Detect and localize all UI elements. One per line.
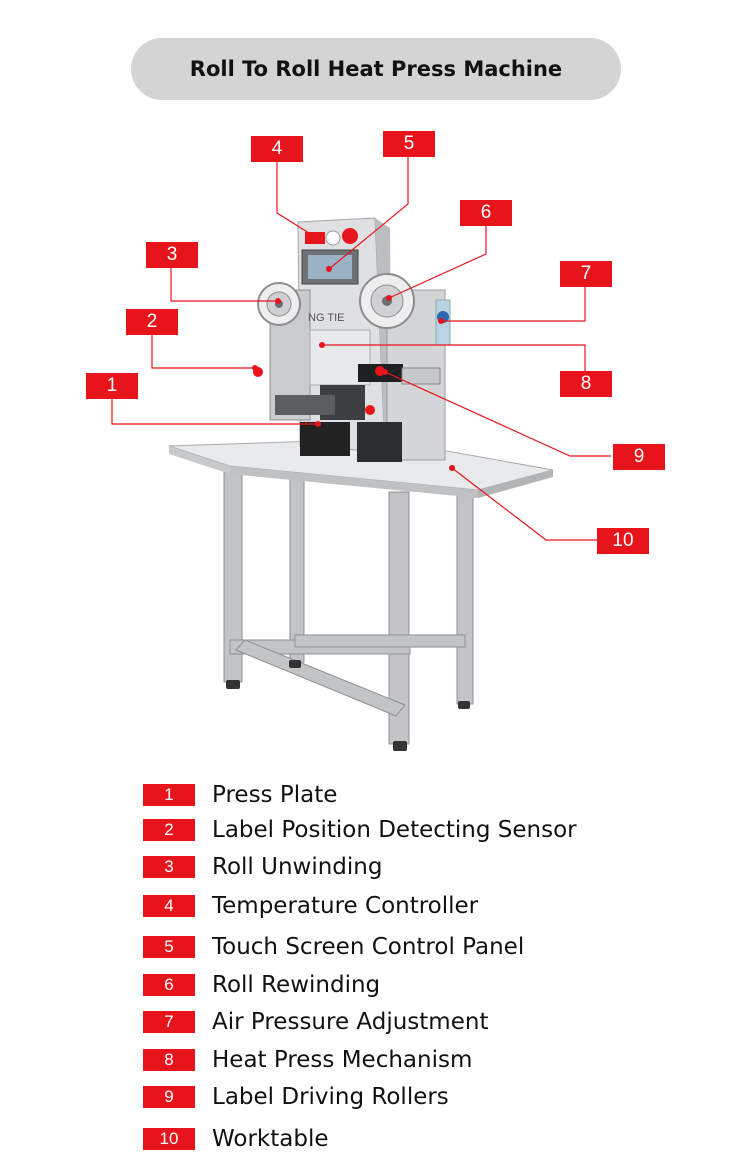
- legend-label: Roll Unwinding: [212, 854, 383, 880]
- worktable-legs: [223, 471, 474, 745]
- legend-item-6: 6 Roll Rewinding: [143, 972, 381, 998]
- callout-9: 9: [613, 444, 665, 470]
- unwinding-roll: [257, 282, 301, 326]
- callout-6: 6: [460, 200, 512, 226]
- legend-item-4: 4 Temperature Controller: [143, 893, 479, 919]
- legend-label: Heat Press Mechanism: [212, 1047, 473, 1073]
- legend-item-5: 5 Touch Screen Control Panel: [143, 934, 525, 960]
- legend-label: Temperature Controller: [212, 893, 479, 919]
- worktable-top: [168, 438, 554, 498]
- callout-7: 7: [560, 261, 612, 287]
- legend-item-10: 10 Worktable: [143, 1126, 329, 1152]
- legend-item-1: 1 Press Plate: [143, 782, 338, 808]
- legend-label: Roll Rewinding: [212, 972, 381, 998]
- legend-number: 1: [143, 784, 195, 806]
- legend-label: Label Position Detecting Sensor: [212, 817, 577, 843]
- leader-dots: [252, 235, 455, 471]
- legend-number: 10: [143, 1128, 195, 1150]
- callout-3: 3: [146, 242, 198, 268]
- legend-item-7: 7 Air Pressure Adjustment: [143, 1009, 489, 1035]
- leveling-feet: [226, 660, 470, 751]
- legend-number: 7: [143, 1011, 195, 1033]
- page-title: Roll To Roll Heat Press Machine: [189, 57, 563, 81]
- callout-10: 10: [597, 528, 649, 554]
- legend-label: Worktable: [212, 1126, 329, 1152]
- callout-4: 4: [251, 136, 303, 162]
- callout-5: 5: [383, 131, 435, 157]
- callout-8: 8: [560, 371, 612, 397]
- panel-brand-text: NG TIE: [308, 312, 344, 324]
- legend-number: 8: [143, 1049, 195, 1071]
- legend-item-9: 9 Label Driving Rollers: [143, 1084, 449, 1110]
- legend-item-8: 8 Heat Press Mechanism: [143, 1047, 473, 1073]
- legend-label: Air Pressure Adjustment: [212, 1009, 489, 1035]
- legend-label: Press Plate: [212, 782, 338, 808]
- legend-item-3: 3 Roll Unwinding: [143, 854, 383, 880]
- legend-number: 3: [143, 856, 195, 878]
- legend-number: 6: [143, 974, 195, 996]
- legend-number: 9: [143, 1086, 195, 1108]
- title-banner: Roll To Roll Heat Press Machine: [131, 38, 621, 100]
- machine-body: [253, 217, 451, 462]
- callout-1: 1: [86, 373, 138, 399]
- legend-label: Label Driving Rollers: [212, 1084, 449, 1110]
- legend-number: 4: [143, 895, 195, 917]
- legend-number: 2: [143, 819, 195, 841]
- legend-label: Touch Screen Control Panel: [212, 934, 525, 960]
- leader-lines: [111, 157, 611, 541]
- legend-item-2: 2 Label Position Detecting Sensor: [143, 817, 577, 843]
- callout-2: 2: [126, 309, 178, 335]
- rewinding-roll: [359, 273, 415, 329]
- legend-number: 5: [143, 936, 195, 958]
